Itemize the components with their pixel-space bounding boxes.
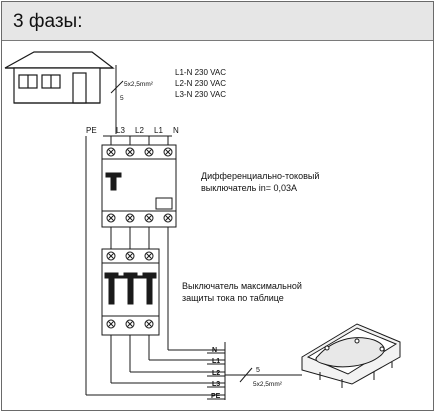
output-cable-cores: 5 (256, 367, 260, 374)
breaker-terminal-screws (106, 251, 154, 329)
breaker-label-line1: Выключатель максимальной (182, 281, 302, 291)
page-title: 3 фазы: (13, 11, 83, 32)
bus-label-pe: PE (211, 393, 221, 400)
bus-label-l1: L1 (212, 358, 220, 365)
terminal-label-n: N (173, 126, 179, 135)
voltage-l1: L1-N 230 VAC (175, 68, 226, 77)
terminal-label-l2: L2 (135, 126, 144, 135)
header-bar: 3 фазы: (2, 2, 433, 41)
voltage-l3: L3-N 230 VAC (175, 90, 226, 99)
bus-label-l2: L2 (212, 370, 220, 377)
house-cable-cores: 5 (120, 95, 124, 102)
bus-label-n: N (212, 347, 217, 354)
terminal-label-l3: L3 (116, 126, 125, 135)
rcd-label-line2: выключатель in= 0,03A (201, 183, 297, 193)
breaker-label-line2: защиты тока по таблице (182, 293, 284, 303)
rcd-device (101, 144, 177, 228)
rcd-label-line1: Дифференциально-токовый (201, 171, 319, 181)
wiring-diagram: 5x2,5mm² 5 L1-N 230 VAC L2-N 230 VAC L3-… (4, 51, 401, 400)
bus-label-l3: L3 (212, 381, 220, 388)
house-cable-label: 5x2,5mm² (124, 81, 154, 88)
wiring-lines (85, 135, 302, 400)
house-icon (4, 51, 115, 104)
bathtub-icon (301, 323, 401, 388)
terminal-label-pe: PE (86, 126, 97, 135)
voltage-l2: L2-N 230 VAC (175, 79, 226, 88)
incoming-cable (110, 65, 124, 134)
terminal-label-l1: L1 (154, 126, 163, 135)
output-cable-label: 5x2,5mm² (253, 381, 283, 388)
rcd-terminal-screws (106, 147, 173, 223)
